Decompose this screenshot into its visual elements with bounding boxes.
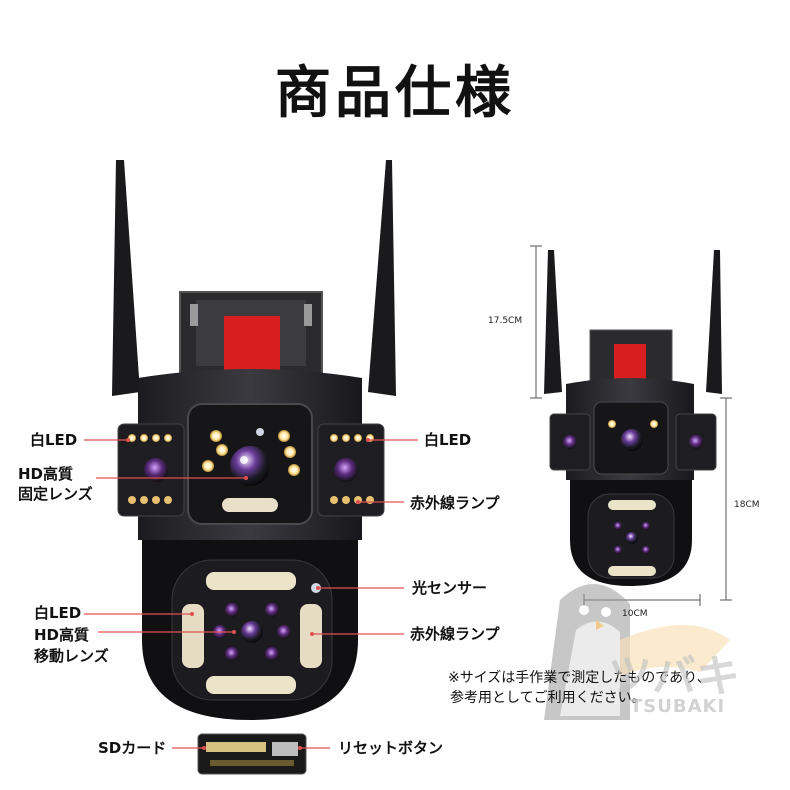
label-light-sensor: 光センサー [412, 579, 488, 597]
label-hd-fixed-lens-1: HD高質 [18, 465, 74, 483]
label-ir-lamp-top: 赤外線ランプ [410, 494, 500, 512]
antenna-left [112, 160, 140, 396]
antenna-right [368, 160, 396, 396]
dimension-height-bottom: 18CM [734, 500, 760, 510]
label-hd-moving-lens-2: 移動レンズ [34, 647, 109, 665]
dimension-width: 10CM [622, 609, 648, 619]
mount-red-block [224, 316, 280, 376]
label-hd-moving-lens-1: HD高質 [34, 626, 90, 644]
label-white-led-left: 白LED [30, 431, 78, 449]
label-sd-card: SDカード [98, 739, 167, 757]
camera-small-illustration [544, 250, 722, 586]
label-reset-button: リセットボタン [338, 739, 444, 757]
page-title: 商品仕様 [275, 61, 515, 126]
label-white-led-right: 白LED [424, 431, 472, 449]
label-hd-fixed-lens-2: 固定レンズ [18, 485, 93, 503]
watermark-kana: ツバキ [608, 651, 740, 702]
label-white-led-lower: 白LED [34, 604, 82, 622]
center-leds [202, 428, 300, 512]
fixed-lens [230, 446, 270, 486]
side-lens-right [334, 458, 358, 482]
watermark-roman: TSUBAKI [630, 696, 726, 717]
size-note-line2: 参考用としてご利用ください。 [450, 690, 646, 706]
dimension-height-top: 17.5CM [488, 316, 523, 326]
size-note-line1: ※サイズは手作業で測定したものであり、 [448, 670, 711, 686]
side-leds [128, 434, 374, 504]
size-note: ※サイズは手作業で測定したものであり、 参考用としてご利用ください。 [448, 668, 711, 708]
label-ir-lamp-lower: 赤外線ランプ [410, 625, 500, 643]
watermark-mascot [544, 583, 730, 720]
side-lens-left [144, 458, 168, 482]
leader-lines [84, 439, 418, 749]
